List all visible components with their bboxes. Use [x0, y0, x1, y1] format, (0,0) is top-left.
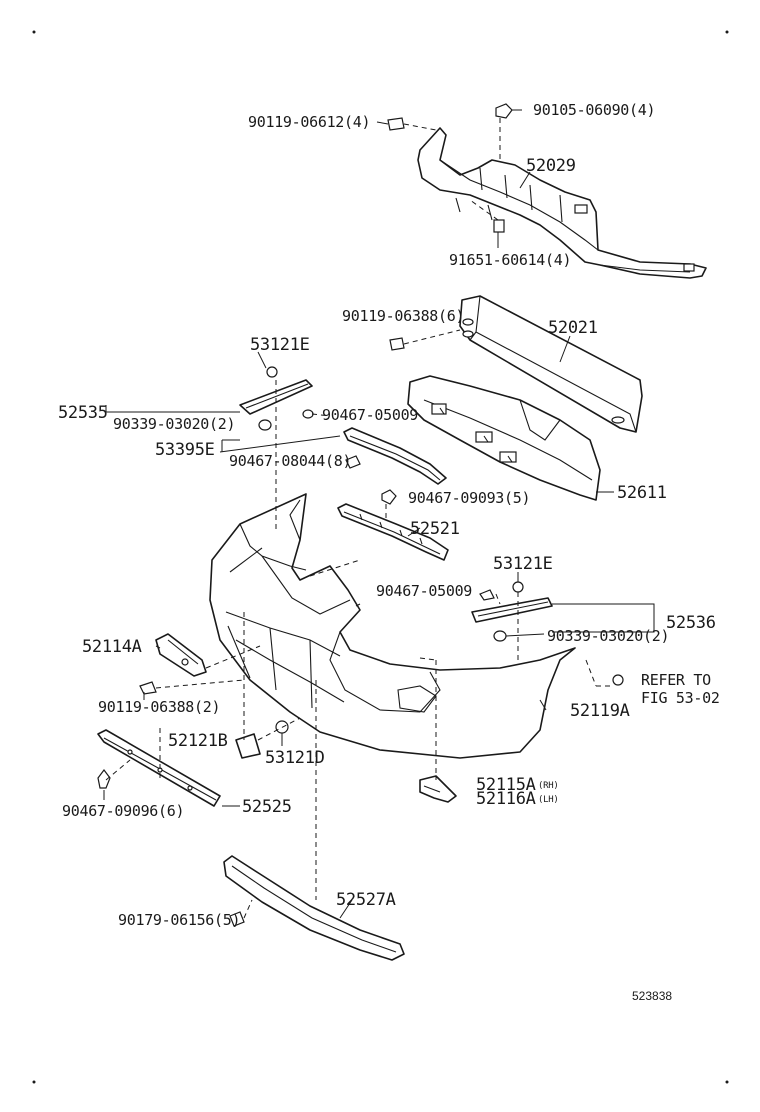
- label-52527A[interactable]: 52527A: [336, 890, 396, 910]
- label-52029[interactable]: 52029: [526, 156, 576, 176]
- part-52536-drawing: [471, 581, 553, 642]
- label-90467-08044[interactable]: 90467-08044(8): [229, 452, 352, 470]
- label-52525[interactable]: 52525: [242, 797, 292, 817]
- label-53121E-right[interactable]: 53121E: [493, 554, 553, 574]
- corner-mark: [725, 30, 729, 34]
- part-52525-drawing: [97, 729, 221, 807]
- label-refer-to[interactable]: REFER TO: [641, 671, 711, 689]
- label-52116A-side: (LH): [538, 795, 558, 805]
- part-52527A-drawing: [223, 855, 405, 961]
- label-90339-03020-right[interactable]: 90339-03020(2): [547, 627, 670, 645]
- label-52115A[interactable]: 52115A: [476, 775, 536, 795]
- label-52121B[interactable]: 52121B: [168, 731, 228, 751]
- part-52021-drawing: [459, 295, 643, 433]
- label-53121E-top[interactable]: 53121E: [250, 335, 310, 355]
- label-90105-06090[interactable]: 90105-06090(4): [533, 101, 656, 119]
- assembly-lines: [105, 118, 612, 919]
- leader-lines: [103, 109, 655, 919]
- label-90119-06388-2[interactable]: 90119-06388(2): [98, 698, 221, 716]
- label-90179-06156[interactable]: 90179-06156(5): [118, 911, 241, 929]
- label-52115A-side: (RH): [538, 781, 558, 791]
- corner-mark: [725, 1080, 729, 1084]
- label-52021[interactable]: 52021: [548, 318, 598, 338]
- label-52611[interactable]: 52611: [617, 483, 667, 503]
- part-52029-drawing: [417, 127, 707, 279]
- label-fig-53-02[interactable]: FIG 53-02: [641, 689, 720, 707]
- part-52121B-drawing: [235, 720, 289, 759]
- label-52521[interactable]: 52521: [410, 519, 460, 539]
- part-52521-drawing: [337, 503, 449, 561]
- part-52119A-drawing: [209, 493, 576, 759]
- label-90467-09096[interactable]: 90467-09096(6): [62, 802, 185, 820]
- label-90119-06612[interactable]: 90119-06612(4): [248, 113, 371, 131]
- part-number-labels: 90119-06612(4) 90105-06090(4) 52029 9165…: [58, 101, 720, 1003]
- part-52611-drawing: [407, 375, 601, 501]
- label-90119-06388-6[interactable]: 90119-06388(6): [342, 307, 465, 325]
- label-52116A[interactable]: 52116A: [476, 789, 536, 809]
- label-90467-09093[interactable]: 90467-09093(5): [408, 489, 531, 507]
- label-53121D[interactable]: 53121D: [265, 748, 325, 768]
- label-90467-05009-left[interactable]: 90467-05009: [322, 406, 419, 424]
- label-52535[interactable]: 52535: [58, 403, 108, 423]
- corner-mark: [32, 30, 36, 34]
- label-52536[interactable]: 52536: [666, 613, 716, 633]
- illustration-number: 523838: [632, 989, 672, 1003]
- corner-mark: [32, 1080, 36, 1084]
- label-91651-60614[interactable]: 91651-60614(4): [449, 251, 572, 269]
- part-52535-drawing: [239, 366, 313, 431]
- part-52115A-drawing: [419, 775, 457, 803]
- part-52114A-drawing: [155, 633, 207, 677]
- part-53395E-drawing: [343, 427, 447, 485]
- label-53395E[interactable]: 53395E: [155, 440, 215, 460]
- label-52119A[interactable]: 52119A: [570, 701, 630, 721]
- label-52114A[interactable]: 52114A: [82, 637, 142, 657]
- label-90467-05009-right[interactable]: 90467-05009: [376, 582, 473, 600]
- label-90339-03020-left[interactable]: 90339-03020(2): [113, 415, 236, 433]
